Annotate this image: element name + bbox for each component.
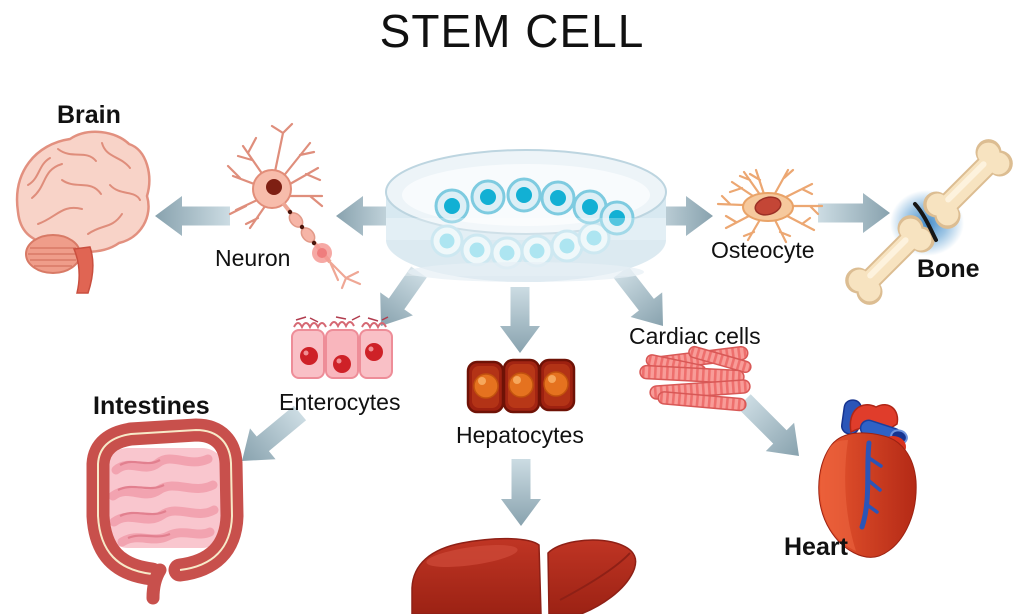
arrow-5 [500, 287, 540, 353]
intestines-label: Intestines [93, 392, 210, 420]
enterocytes-label: Enterocytes [279, 389, 401, 415]
bone-label: Bone [917, 255, 980, 283]
stem-cells [430, 177, 635, 270]
arrow-1 [155, 196, 230, 236]
bone-illustration [845, 139, 1013, 305]
heart-illustration [818, 399, 917, 558]
stem-cell-dish-illustration [385, 149, 667, 282]
hepatocytes-label: Hepatocytes [456, 422, 584, 448]
brain-label: Brain [57, 101, 121, 129]
liver-illustration [411, 537, 637, 614]
enterocytes-illustration [291, 315, 393, 379]
cardiac-cells-illustration [639, 345, 752, 412]
arrow-6 [613, 266, 663, 326]
arrow-0 [336, 196, 397, 236]
neuron-label: Neuron [215, 245, 291, 271]
diagram-title: STEM CELL [379, 5, 645, 57]
arrow-9 [737, 394, 799, 456]
arrows-layer [155, 193, 890, 526]
arrow-2 [647, 196, 713, 236]
cardiac-cells-label: Cardiac cells [629, 323, 761, 349]
hepatocytes-illustration [466, 358, 576, 414]
arrow-3 [818, 193, 890, 233]
osteocyte-label: Osteocyte [711, 237, 815, 263]
arrow-4 [380, 266, 427, 326]
brain-illustration [15, 130, 151, 294]
osteocyte-illustration [716, 168, 824, 244]
neuron-illustration [226, 122, 362, 290]
arrow-8 [501, 459, 541, 526]
heart-label: Heart [784, 533, 848, 561]
arrow-7 [242, 405, 307, 461]
intestines-illustration [86, 418, 244, 605]
